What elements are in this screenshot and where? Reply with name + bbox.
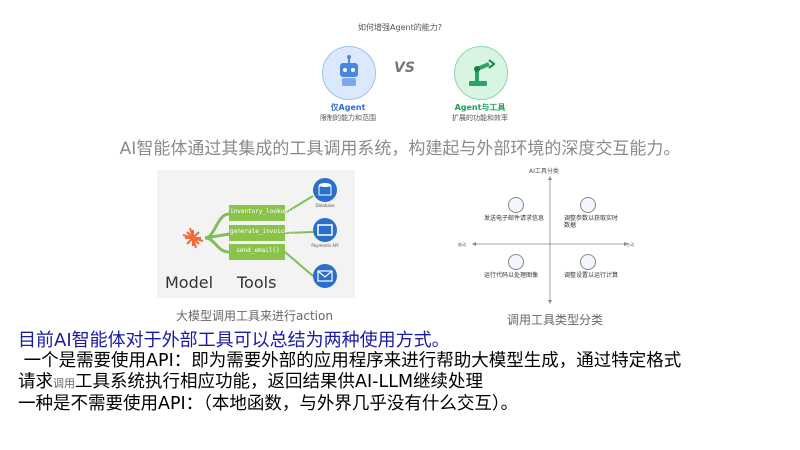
headline: AI智能体通过其集成的工具调用系统，构建起与外部环境的深度交互能力。: [119, 139, 681, 159]
agent-only-sub: 限制的能力和范围: [320, 114, 376, 122]
axis-left-label: 被动: [458, 242, 466, 247]
tool-caption: Database: [315, 203, 335, 208]
quadrant-axes: [472, 176, 628, 304]
body-line-2: 一个是需要使用API：即为需要外部的应用程序来进行帮助大模型生成，通过特定格式: [18, 351, 682, 371]
model-label: Model: [165, 273, 214, 292]
quadrant-caption: 调用工具类型分类: [507, 313, 604, 327]
body-line-1: 目前AI智能体对于外部工具可以总结为两种使用方式。: [18, 330, 450, 351]
body-line-3b: 调用: [53, 377, 75, 390]
body-text: 目前AI智能体对于外部工具可以总结为两种使用方式。 一个是需要使用API：即为需…: [18, 330, 798, 415]
quadrant-item: 发送电子邮件请求信息: [484, 215, 545, 222]
email-icon: [508, 197, 524, 213]
versus-mark: VS: [394, 60, 415, 76]
tools-label: Tools: [237, 273, 277, 292]
agent-tools-sub: 扩展的功能和效率: [452, 114, 508, 122]
body-line-3a: 请求: [18, 372, 53, 392]
body-line-3: 请求调用工具系统执行相应功能，返回结果供AI-LLM继续处理: [18, 372, 798, 394]
quadrant-item: 调整设置以运行计算: [564, 272, 619, 279]
tool-caption: Payments API: [311, 243, 339, 248]
infographic-title: 如何增强Agent的能力?: [358, 23, 442, 32]
quadrant-item: 运行代码以处理图像: [484, 272, 539, 279]
model-burst-icon: [182, 227, 204, 249]
code-icon: [508, 254, 524, 270]
quadrant-title: AI工具分类: [529, 168, 559, 175]
model-tools-diagram: inventory_lookup() generate_invoice() se…: [157, 170, 355, 298]
body-line-3c: 工具系统执行相应功能，返回结果供AI-LLM继续处理: [75, 372, 484, 392]
calculator-icon: [580, 254, 596, 270]
axis-right-label: 主动: [626, 242, 634, 247]
body-line-4: 一种是不需要使用API：（本地函数，与外界几乎没有什么交互）。: [18, 394, 519, 414]
settings-icon: [580, 197, 596, 213]
robot-arm-icon: [454, 46, 508, 100]
tool-item: generate_invoice(): [230, 228, 296, 235]
robot-icon: [322, 46, 376, 100]
agent-tools-label: Agent与工具: [454, 103, 506, 112]
diagram-caption: 大模型调用工具来进行action: [176, 309, 333, 323]
agent-only-label: 仅Agent: [330, 103, 366, 112]
tool-item: send_email(): [236, 247, 280, 254]
quadrant-item: 调整参数以获取实时数据: [564, 215, 619, 229]
tool-item: inventory_lookup(): [230, 208, 296, 215]
